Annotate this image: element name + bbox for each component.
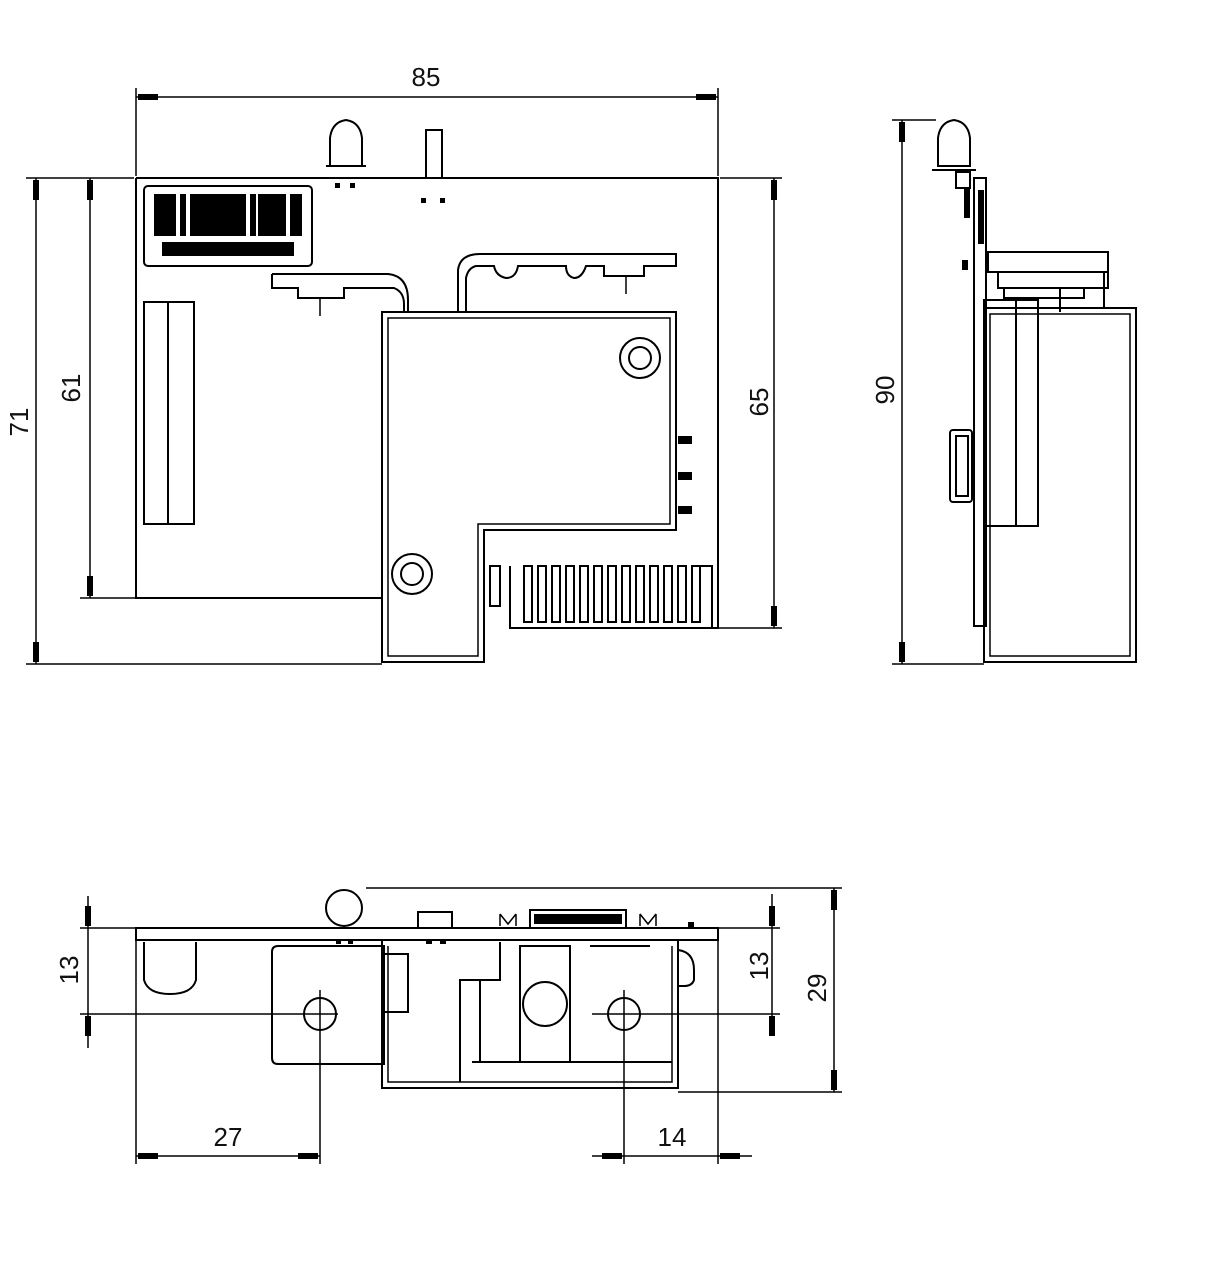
dim-bottom-left-height: 13 xyxy=(54,956,84,985)
dim-bottom-left-offset: 27 xyxy=(214,1122,243,1152)
dim-left-outer-height: 71 xyxy=(4,408,34,437)
dim-bottom-right-offset: 14 xyxy=(658,1122,687,1152)
dim-bottom-total-height: 29 xyxy=(802,974,832,1003)
edge-connector-fingers xyxy=(489,565,712,629)
side-dimensions xyxy=(892,119,984,665)
dim-side-height: 90 xyxy=(870,376,900,405)
product-label xyxy=(143,185,313,267)
dim-left-inner-height: 61 xyxy=(56,374,86,403)
dim-top-width: 85 xyxy=(412,62,441,92)
bottom-dimensions xyxy=(80,887,842,1164)
front-dimensions xyxy=(26,88,782,665)
dim-bottom-right-height: 13 xyxy=(744,952,774,981)
dim-right-height: 65 xyxy=(744,388,774,417)
side-view xyxy=(932,118,1137,663)
front-view xyxy=(135,118,719,663)
bottom-view xyxy=(135,889,719,1089)
